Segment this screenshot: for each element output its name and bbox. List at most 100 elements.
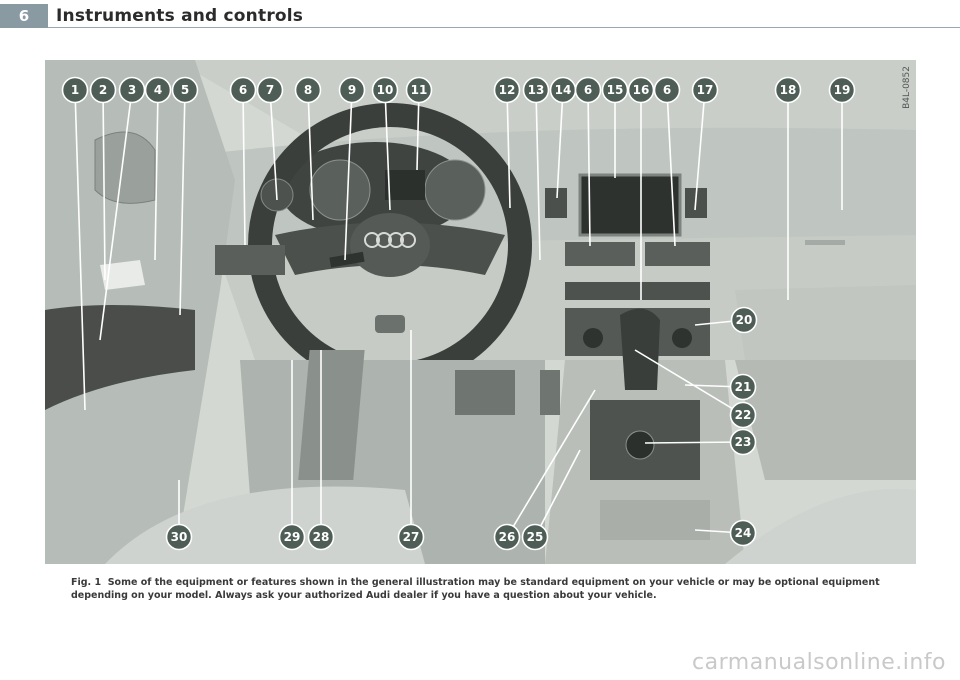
mmi-control-knob <box>625 430 655 460</box>
callout-number: 28 <box>313 530 330 544</box>
door-handle <box>100 260 145 290</box>
callout-number: 17 <box>697 83 714 97</box>
callout-number: 20 <box>736 313 753 327</box>
callout-marker: 22 <box>729 401 757 429</box>
figure-code: B4L-0852 <box>902 66 912 109</box>
driver-info-display <box>385 170 425 200</box>
callout-marker: 5 <box>171 76 199 104</box>
callout-number: 5 <box>181 83 189 97</box>
speedometer <box>309 159 371 221</box>
callout-number: 30 <box>171 530 188 544</box>
callout-number: 4 <box>154 83 162 97</box>
callout-marker: 12 <box>493 76 521 104</box>
callout-number: 14 <box>555 83 572 97</box>
header-rule <box>48 27 960 28</box>
callout-leader-line <box>242 89 246 246</box>
figure-caption: Fig. 1 Some of the equipment or features… <box>71 576 916 602</box>
center-vent-right <box>645 242 710 266</box>
glove-box-handle <box>805 240 845 245</box>
callout-marker: 9 <box>338 76 366 104</box>
callout-marker: 6 <box>653 76 681 104</box>
callout-number: 13 <box>528 83 545 97</box>
brake-pedal <box>455 370 515 415</box>
callout-number: 18 <box>780 83 797 97</box>
callout-leader-line <box>666 89 676 247</box>
page-number: 6 <box>0 4 48 28</box>
callout-leader-line <box>587 89 591 247</box>
callout-marker: 28 <box>307 523 335 551</box>
floor-mat <box>298 350 365 480</box>
callout-number: 27 <box>403 530 420 544</box>
callout-marker: 6 <box>229 76 257 104</box>
hazard-switch-panel <box>545 188 567 218</box>
turn-signal-stalk <box>329 251 365 268</box>
callout-leader-line <box>344 89 353 261</box>
accelerator-pedal <box>540 370 560 415</box>
callout-leader-line <box>74 89 86 411</box>
callout-number: 6 <box>239 83 247 97</box>
callout-number: 21 <box>735 380 752 394</box>
callout-number: 10 <box>377 83 394 97</box>
callout-number: 19 <box>834 83 851 97</box>
climate-knob-right <box>672 328 692 348</box>
storage-compartment <box>600 500 710 540</box>
callout-number: 2 <box>99 83 107 97</box>
page-header: 6 Instruments and controls <box>0 0 960 30</box>
callout-marker: 2 <box>89 76 117 104</box>
callout-marker: 23 <box>729 428 757 456</box>
figure-caption-text: Some of the equipment or features shown … <box>71 577 880 601</box>
callout-number: 9 <box>348 83 356 97</box>
callout-number: 3 <box>128 83 136 97</box>
callout-marker: 6 <box>574 76 602 104</box>
callout-leader-line <box>102 89 106 281</box>
callout-marker: 4 <box>144 76 172 104</box>
callout-leader-line <box>506 389 596 538</box>
callout-number: 6 <box>663 83 671 97</box>
audi-rings-logo <box>364 232 416 248</box>
left-vent <box>215 245 285 275</box>
callout-leader-line <box>534 449 581 538</box>
callout-marker: 16 <box>627 76 655 104</box>
callout-marker: 8 <box>294 76 322 104</box>
callout-number: 23 <box>735 435 752 449</box>
gear-selector <box>620 308 660 390</box>
callout-number: 12 <box>499 83 516 97</box>
callout-marker: 14 <box>549 76 577 104</box>
callout-marker: 29 <box>278 523 306 551</box>
callout-leader-line <box>644 441 744 444</box>
callout-leader-line <box>179 89 186 316</box>
callout-leader-line <box>416 89 420 171</box>
callout-marker: 17 <box>691 76 719 104</box>
callout-leader-line <box>269 89 278 201</box>
passenger-seat <box>725 488 916 564</box>
callout-leader-line <box>634 349 744 416</box>
callout-number: 1 <box>71 83 79 97</box>
radio-control-panel <box>565 282 710 300</box>
callout-number: 15 <box>607 83 624 97</box>
callout-marker: 18 <box>774 76 802 104</box>
callout-marker: 20 <box>730 306 758 334</box>
figure-label: Fig. 1 <box>71 577 102 588</box>
callout-marker: 1 <box>61 76 89 104</box>
callout-marker: 11 <box>405 76 433 104</box>
callout-leader-line <box>99 89 133 341</box>
callout-marker: 30 <box>165 523 193 551</box>
callout-marker: 24 <box>729 519 757 547</box>
callout-leader-line <box>154 89 159 261</box>
callout-marker: 27 <box>397 523 425 551</box>
callout-marker: 7 <box>256 76 284 104</box>
tachometer <box>424 159 486 221</box>
callout-marker: 21 <box>729 373 757 401</box>
glove-box <box>735 285 916 360</box>
callout-number: 24 <box>735 526 752 540</box>
callout-leader-line <box>535 89 541 261</box>
steering-column-adjust <box>375 315 405 333</box>
callout-marker: 19 <box>828 76 856 104</box>
watermark: carmanualsonline.info <box>692 650 946 675</box>
callout-number: 29 <box>284 530 301 544</box>
callout-leader-line <box>694 89 706 211</box>
section-title: Instruments and controls <box>56 6 304 26</box>
mmi-display <box>578 173 682 237</box>
